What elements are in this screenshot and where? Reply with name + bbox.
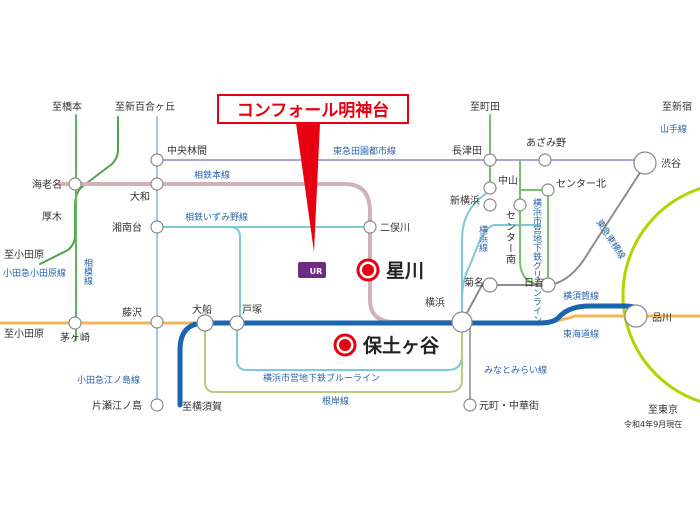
station-motomachi: 元町・中華街	[479, 399, 539, 412]
station-marker	[150, 315, 164, 329]
rail-lines	[0, 114, 700, 408]
sotetsu-line	[58, 182, 462, 324]
station-marker	[150, 398, 164, 412]
station-chigasaki: 茅ヶ崎	[60, 331, 90, 344]
hoshikawa-label: 星川	[386, 260, 424, 282]
station-ebina: 海老名	[32, 178, 62, 191]
line-blueline: 横浜市営地下鉄ブルーライン	[263, 372, 380, 384]
line-odakyu-odawara: 小田急小田原線	[3, 267, 66, 279]
station-futamatagawa: 二俣川	[380, 221, 410, 234]
dir-tokyo: 至東京	[648, 403, 678, 416]
station-ofuna: 大船	[192, 303, 212, 316]
line-sagami: 相模線	[82, 257, 93, 285]
property-callout: コンフォール明神台	[217, 94, 409, 252]
line-yamanote: 山手線	[660, 123, 687, 135]
station-fujisawa: 藤沢	[122, 306, 142, 319]
line-sotetsu: 相鉄本線	[194, 169, 230, 181]
direction-labels: 至橋本 至新百合ヶ丘 至町田 至新宿 至小田原 至小田原 至横須賀 至東京	[4, 100, 692, 416]
station-shibuya: 渋谷	[661, 157, 681, 170]
station-yamato: 大和	[130, 190, 150, 203]
highlight-hodogaya: 保土ヶ谷	[333, 333, 440, 357]
line-negishi: 根岸線	[322, 395, 349, 407]
yamanote-line	[621, 187, 700, 403]
station-marker	[513, 198, 527, 212]
dir-machida: 至町田	[470, 101, 500, 113]
station-azamino: あざみ野	[526, 136, 566, 149]
station-marker	[482, 277, 498, 293]
station-markers	[68, 151, 657, 412]
station-marker	[196, 314, 214, 332]
line-yokohama: 横浜線	[477, 224, 488, 252]
hodogaya-label: 保土ヶ谷	[362, 334, 440, 357]
line-yokosuka: 横須賀線	[563, 290, 599, 302]
station-marker	[483, 198, 497, 212]
station-marker	[538, 153, 552, 167]
station-marker	[540, 277, 556, 293]
station-totsuka: 戸塚	[242, 304, 262, 316]
line-izumino: 相鉄いずみ野線	[185, 211, 248, 223]
station-kikuna: 菊名	[464, 276, 484, 289]
station-katase: 片瀬江ノ島	[92, 399, 142, 412]
station-shinagawa: 品川	[652, 312, 672, 324]
footnote: 令和4年9月現在	[624, 419, 682, 429]
station-marker	[363, 220, 377, 234]
station-shinyokohama: 新横浜	[450, 194, 480, 207]
station-yokohama: 横浜	[425, 296, 445, 309]
station-marker	[68, 177, 82, 191]
station-marker	[483, 181, 497, 195]
station-hiyoshi: 日吉	[524, 277, 544, 289]
station-nakayama: 中山	[498, 174, 518, 187]
station-centerminami: センター南	[504, 210, 516, 265]
line-toyoko: 東急東横線	[593, 217, 628, 261]
ur-logo-icon: UR	[298, 262, 326, 278]
line-minatomirai: みなとみらい線	[484, 364, 547, 376]
red-circle-marker-core	[339, 339, 351, 351]
station-marker	[150, 153, 164, 167]
highlight-hoshikawa: 星川	[356, 258, 424, 282]
station-labels: 海老名 厚木 茅ヶ崎 中央林間 大和 湘南台 藤沢 片瀬江ノ島 大船 戸塚 二俣…	[32, 136, 681, 412]
property-pointer	[296, 123, 320, 252]
dir-yokosuka: 至横須賀	[182, 400, 222, 413]
property-name: コンフォール明神台	[237, 100, 390, 121]
line-tokaido: 東海道線	[563, 328, 599, 340]
station-shonandai: 湘南台	[112, 221, 142, 234]
negishi-line	[204, 324, 463, 393]
line-labels: 山手線 東急田園都市線 相鉄本線 相鉄いずみ野線 小田急小田原線 小田急江ノ島線…	[3, 123, 687, 407]
yokohama-line	[461, 159, 491, 323]
station-marker	[483, 153, 497, 167]
station-marker	[541, 183, 555, 197]
station-marker	[451, 311, 473, 333]
dir-odawara-upper: 至小田原	[4, 249, 44, 261]
station-centerkita: センター北	[556, 178, 606, 190]
line-odakyu-enoshima: 小田急江ノ島線	[77, 374, 140, 386]
station-marker	[624, 304, 648, 328]
station-atsugi: 厚木	[42, 211, 62, 223]
dir-shinjuku: 至新宿	[662, 100, 692, 113]
dir-odawara-lower: 至小田原	[4, 328, 44, 340]
station-chuorinkan: 中央林間	[167, 144, 207, 157]
station-marker	[463, 398, 477, 412]
station-marker	[229, 315, 245, 331]
ur-logo-text: UR	[310, 267, 323, 276]
dir-shinyurigaoka: 至新百合ヶ丘	[115, 100, 175, 113]
station-marker	[68, 316, 82, 330]
station-marker	[150, 220, 164, 234]
line-denentoshi: 東急田園都市線	[333, 145, 396, 157]
station-marker	[633, 151, 657, 175]
station-marker	[150, 177, 164, 191]
dir-hashimoto: 至橋本	[52, 100, 82, 113]
line-green: 横浜市営地下鉄グリーンライン	[531, 197, 542, 324]
station-nagatsuta: 長津田	[452, 145, 482, 157]
red-circle-marker-core	[362, 264, 374, 276]
